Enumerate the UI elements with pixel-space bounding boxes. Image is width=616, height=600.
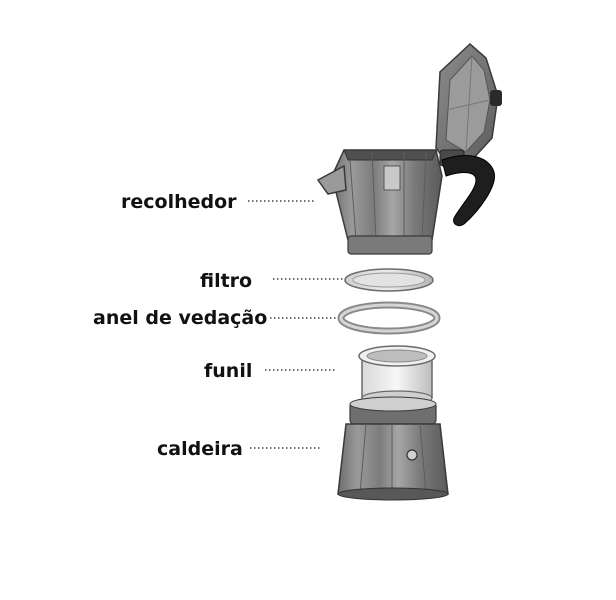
collector-part <box>316 42 502 255</box>
label-funnel: funil <box>204 360 253 382</box>
lid <box>435 42 502 165</box>
label-gasket: anel de vedação <box>93 307 268 329</box>
label-collector: recolhedor <box>121 191 237 213</box>
filter-part <box>344 268 434 292</box>
boiler-part <box>337 396 449 501</box>
label-boiler: caldeira <box>157 438 243 460</box>
label-filter: filtro <box>200 270 253 292</box>
gasket-part <box>337 301 441 335</box>
leader-lines <box>248 200 345 449</box>
